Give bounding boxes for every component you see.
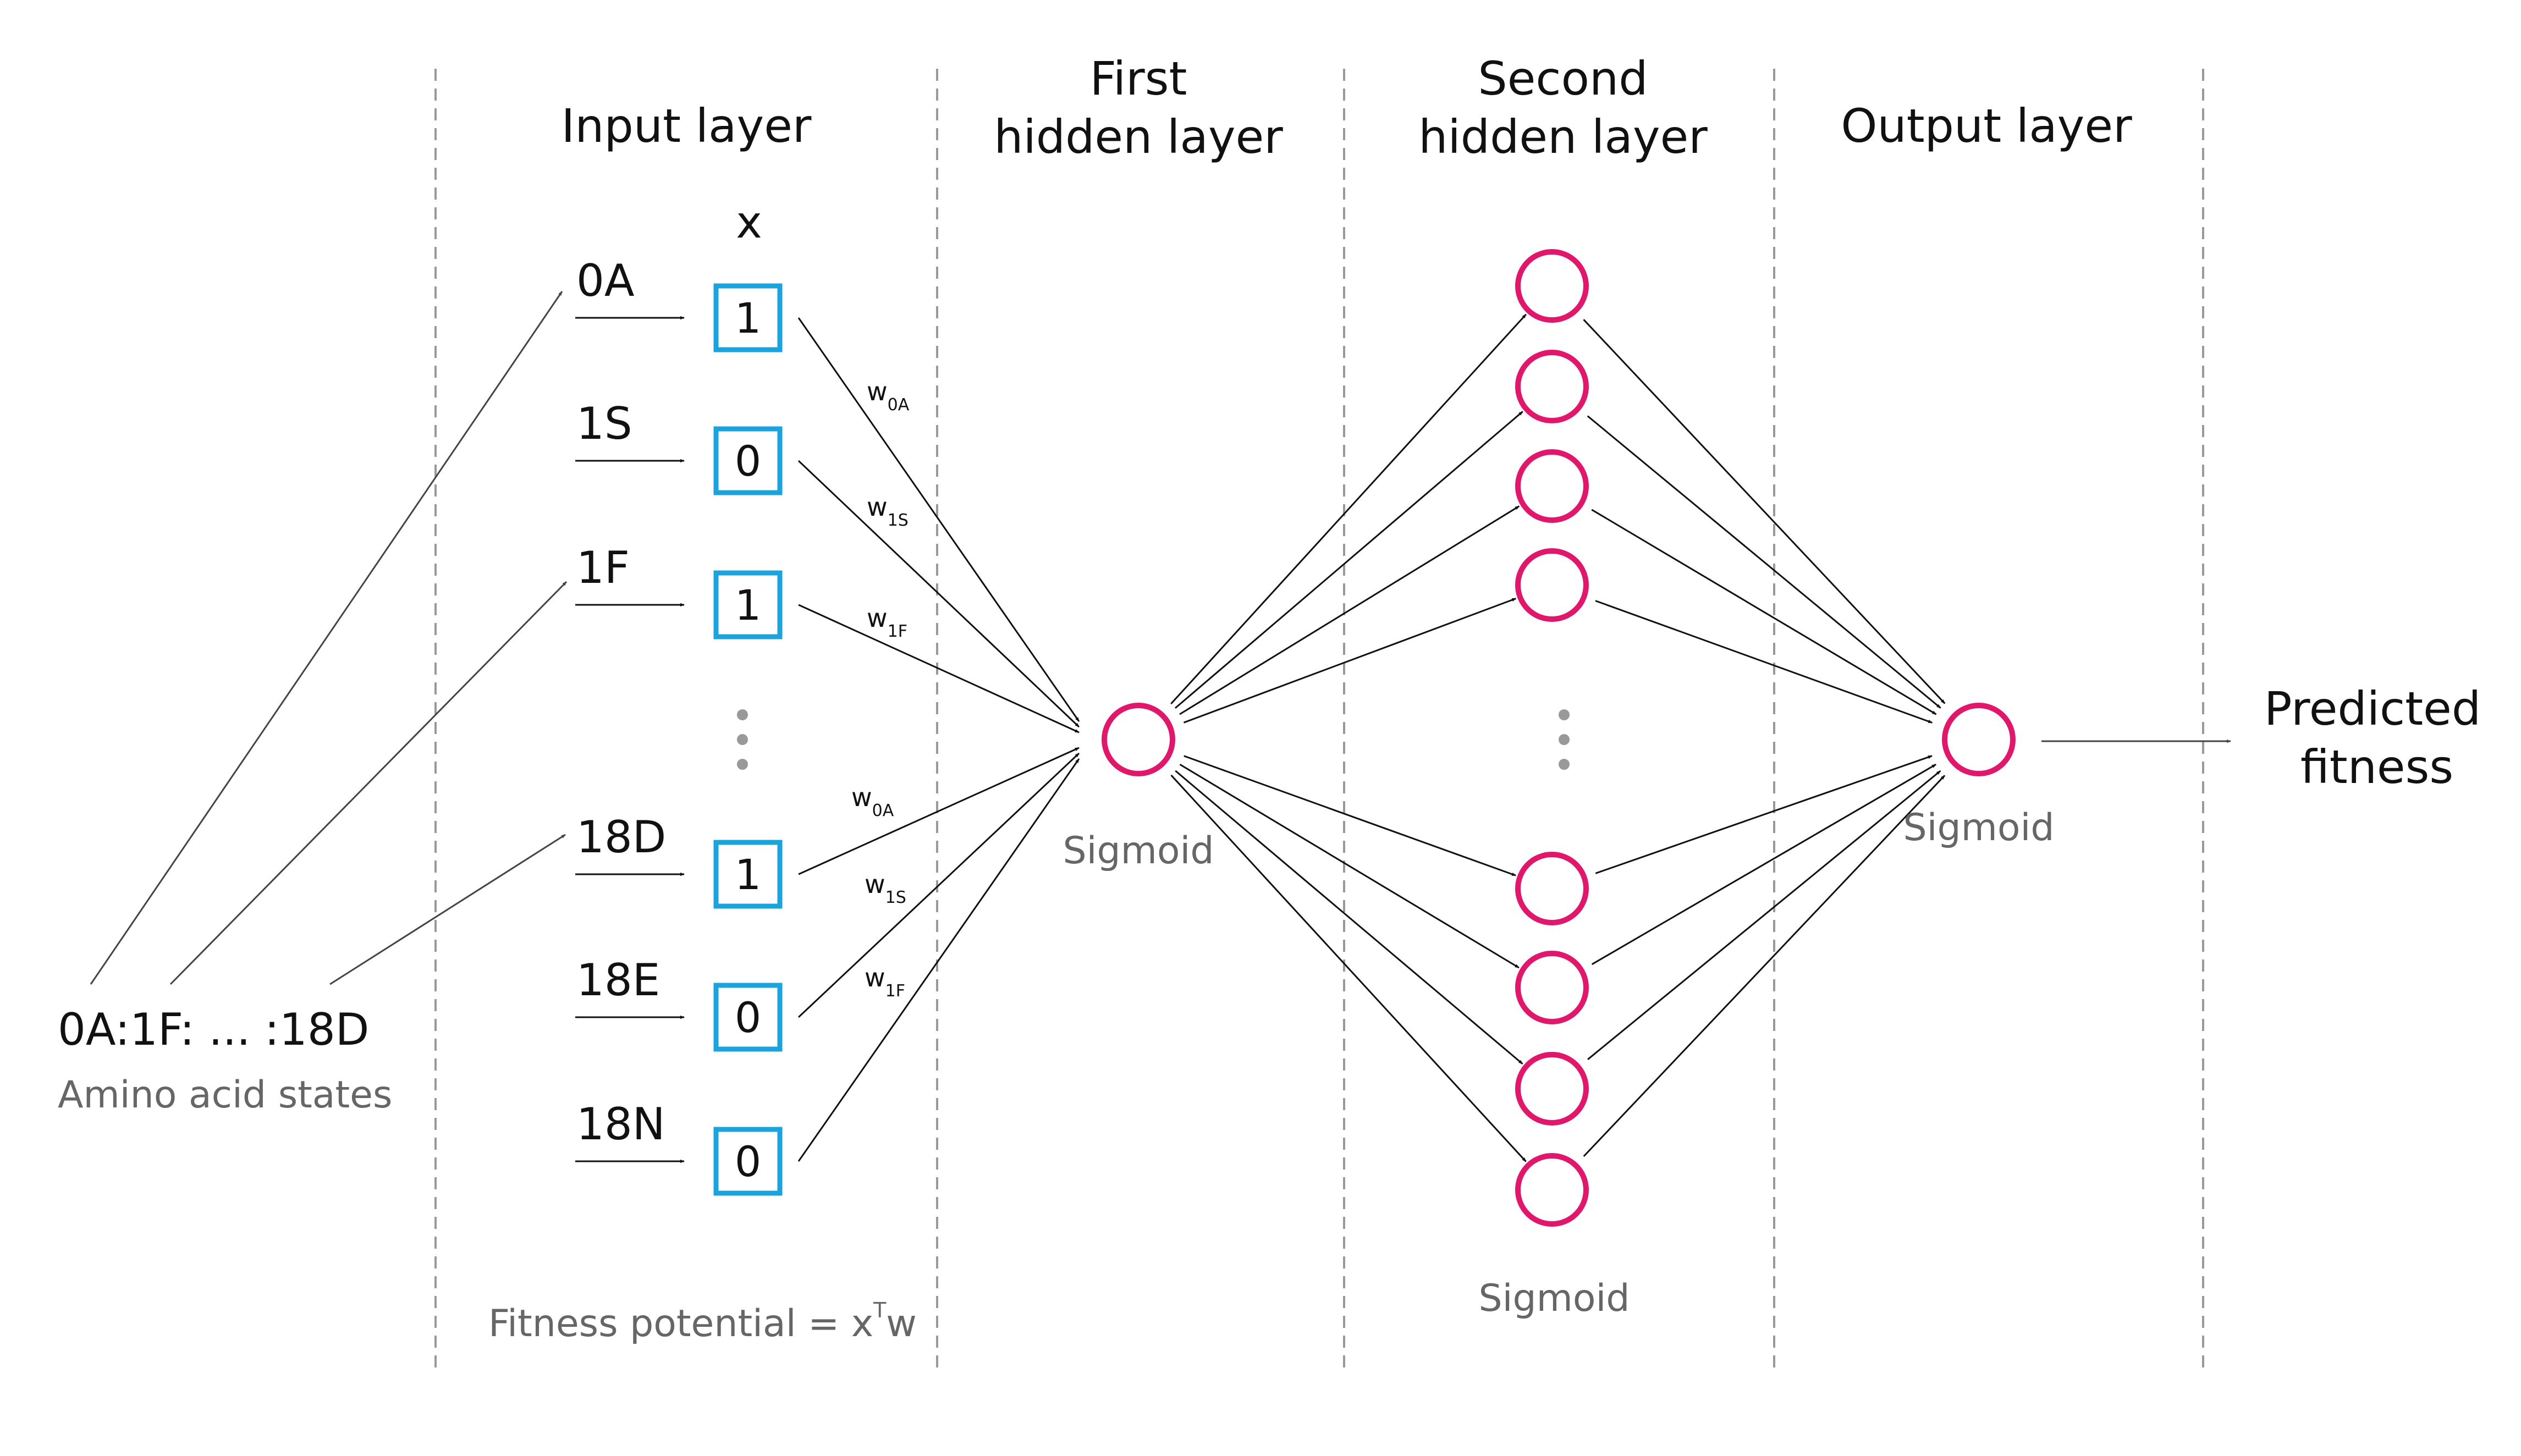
input-state-label: 18D (576, 812, 666, 863)
output-neuron (1942, 703, 2016, 776)
second-hidden-neuron (1515, 449, 1589, 523)
predicted-fitness-line1: Predicted (2264, 682, 2481, 736)
input-row-18e: 18E 0 (575, 955, 783, 1052)
input-state-label: 0A (576, 255, 635, 306)
input-row-1s: 1S 0 (575, 398, 783, 495)
input-value: 0 (735, 1137, 761, 1186)
edge-input-to-hidden1 (797, 752, 1080, 1018)
layer-dividers (434, 69, 2204, 1375)
header-output-layer: Output layer (1841, 99, 2132, 153)
input-row-0a: 0A 1 (575, 255, 783, 352)
neurons (1102, 249, 2016, 1227)
weight-label: w1F (867, 603, 907, 641)
fitness-potential-formula: Fitness potential = xTw (488, 1298, 917, 1345)
header-first-hidden-line1: First (1090, 52, 1187, 106)
input-state-label: 18N (576, 1099, 665, 1150)
input-value: 1 (735, 294, 761, 343)
input-value-box (713, 983, 783, 1052)
input-state-label: 1S (576, 398, 632, 449)
edge-hidden2-to-output (1583, 775, 1946, 1157)
edge-hidden1-to-hidden2 (1179, 763, 1520, 969)
header-second-hidden-line2: hidden layer (1418, 110, 1708, 164)
edge-input-to-hidden1 (797, 758, 1080, 1162)
header-second-hidden-line1: Second (1478, 52, 1648, 106)
arrow-seq-1f (169, 581, 568, 985)
sequence-arrows (90, 291, 568, 985)
header-input-layer: Input layer (562, 99, 812, 153)
edge-hidden1-to-hidden2 (1184, 755, 1516, 876)
edge-hidden2-to-output (1587, 415, 1941, 709)
second-hidden-neuron (1515, 249, 1589, 323)
input-row-1f: 1F 1 (575, 542, 783, 639)
weight-labels: w0A w1S w1F w0A w1S w1F (851, 377, 910, 1001)
header-first-hidden-line2: hidden layer (994, 110, 1283, 164)
input-row-18d: 18D 1 (575, 812, 783, 909)
edge-input-to-hidden1 (798, 747, 1080, 875)
edge-hidden2-to-output (1595, 755, 1933, 874)
input-value: 0 (735, 437, 761, 486)
connections (797, 313, 1946, 1162)
input-value-box (713, 840, 783, 909)
input-state-label: 18E (576, 955, 660, 1006)
input-value-box (713, 426, 783, 495)
edge-hidden1-to-hidden2 (1179, 505, 1520, 715)
weight-label: w0A (851, 782, 894, 820)
first-hidden-activation: Sigmoid (1063, 829, 1214, 873)
edge-input-to-hidden1 (797, 317, 1080, 722)
weight-label: w0A (867, 377, 910, 415)
second-hidden-neuron (1515, 852, 1589, 925)
amino-acid-caption: Amino acid states (58, 1073, 392, 1117)
hidden-ellipsis-dots (1559, 709, 1570, 770)
edge-hidden1-to-hidden2 (1170, 313, 1527, 704)
input-value: 0 (735, 993, 761, 1042)
predicted-fitness-line2: fitness (2300, 740, 2453, 794)
weight-label: w1S (867, 492, 909, 530)
edge-hidden1-to-hidden2 (1175, 770, 1523, 1065)
edge-hidden1-to-hidden2 (1170, 774, 1527, 1162)
weight-label: w1F (865, 963, 905, 1001)
second-hidden-neuron (1515, 1153, 1589, 1227)
weight-label: w1S (865, 869, 906, 907)
edge-hidden2-to-output (1595, 600, 1933, 724)
arrow-seq-0a (90, 291, 563, 985)
second-hidden-neuron (1515, 1052, 1589, 1126)
edge-hidden1-to-hidden2 (1174, 411, 1523, 709)
input-vector-label: x (736, 197, 762, 248)
edge-hidden2-to-output (1583, 319, 1946, 704)
edge-hidden2-to-output (1591, 763, 1936, 966)
edge-input-to-hidden1 (797, 460, 1080, 728)
input-state-label: 1F (576, 542, 630, 593)
edge-hidden2-to-output (1587, 770, 1941, 1060)
second-hidden-activation: Sigmoid (1478, 1277, 1630, 1320)
edge-hidden1-to-hidden2 (1183, 598, 1517, 724)
edge-hidden2-to-output (1591, 509, 1937, 715)
first-hidden-neuron (1102, 703, 1175, 776)
output-activation: Sigmoid (1903, 806, 2054, 850)
input-value-box (713, 283, 783, 352)
second-hidden-neuron (1515, 548, 1589, 622)
edge-input-to-hidden1 (798, 604, 1080, 733)
input-row-18n: 18N 0 (575, 1099, 783, 1196)
arrow-seq-18d (329, 834, 566, 985)
input-ellipsis-dots (737, 709, 748, 770)
input-rows: 0A 1 1S 0 1F 1 18D 1 18E 0 18N 0 (575, 255, 783, 1196)
input-value-box (713, 1127, 783, 1196)
second-hidden-neuron (1515, 951, 1589, 1024)
second-hidden-neuron (1515, 350, 1589, 423)
input-value: 1 (735, 581, 761, 630)
amino-acid-sequence: 0A:1F: ... :18D (58, 1004, 369, 1055)
input-value-box (713, 570, 783, 639)
input-value: 1 (735, 850, 761, 899)
